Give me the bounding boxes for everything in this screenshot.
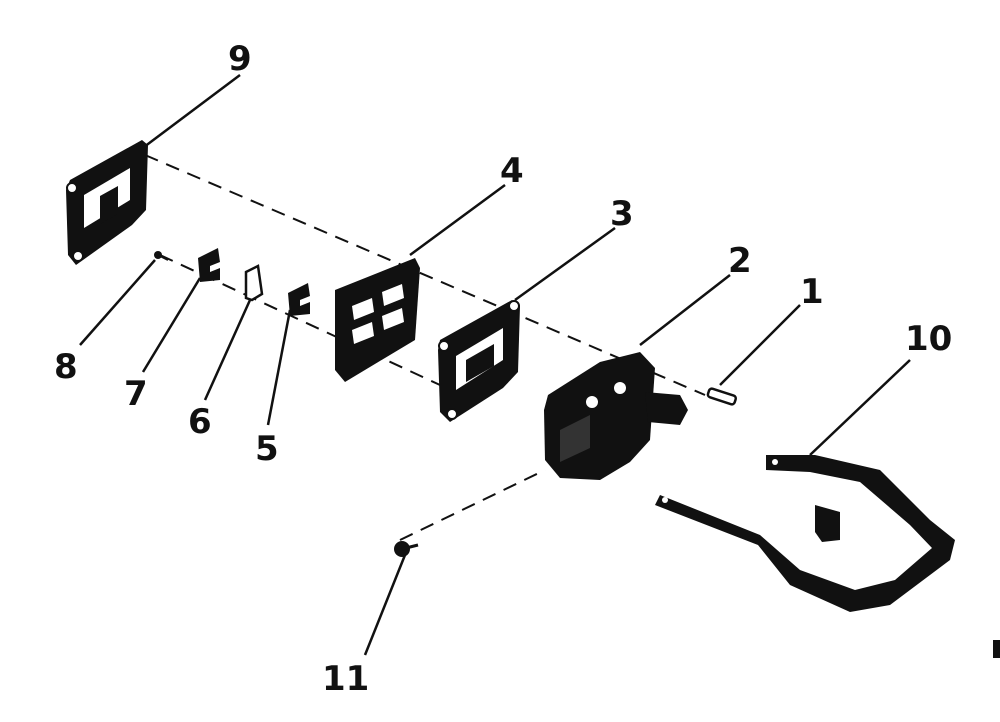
callout-11: 11: [322, 659, 369, 699]
callout-2: 2: [728, 241, 752, 281]
callout-6: 6: [188, 402, 212, 442]
part-3-gasket: [438, 300, 520, 422]
part-2-manifold: [544, 352, 688, 480]
edge-mark: [993, 640, 1000, 658]
callout-labels: 9 4 3 2 1 10 8 7 6 5 11: [54, 39, 952, 699]
callout-7: 7: [124, 374, 148, 414]
callout-4: 4: [500, 151, 524, 191]
callout-3: 3: [610, 194, 634, 234]
part-11-screw: [394, 541, 419, 557]
callout-1: 1: [800, 272, 824, 312]
callout-5: 5: [255, 429, 279, 469]
part-5-reed-stop: [288, 283, 310, 316]
part-7-reed-stop: [198, 248, 220, 282]
part-10-bracket: [655, 455, 955, 612]
part-9-gasket: [66, 140, 148, 265]
part-1-bolt: [706, 387, 738, 406]
part-6-reed: [244, 264, 264, 302]
callout-8: 8: [54, 347, 78, 387]
callout-10: 10: [905, 319, 952, 359]
part-4-reed-block: [335, 258, 420, 382]
part-8-screw: [154, 251, 169, 261]
callout-9: 9: [228, 39, 252, 79]
leader-lines: [79, 74, 911, 656]
